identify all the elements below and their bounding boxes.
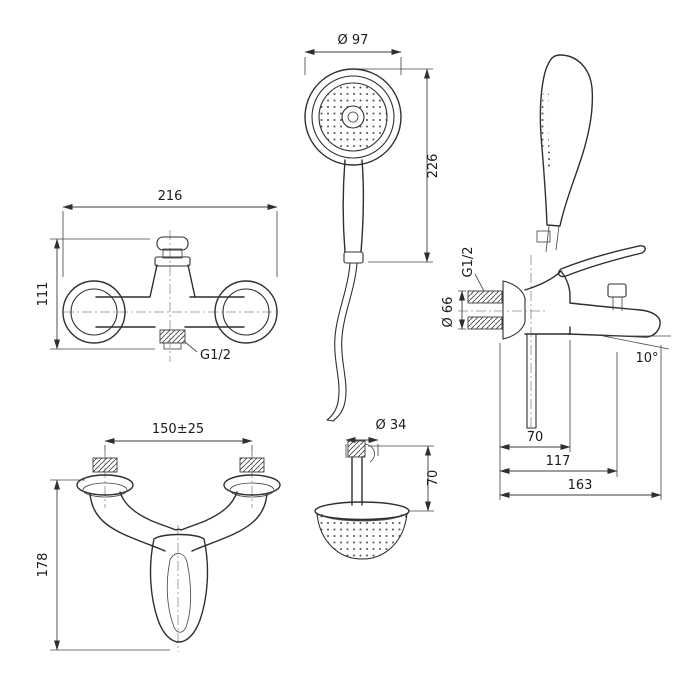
handle-to-holder	[545, 225, 560, 253]
view-handshower-front: Ø 97 226	[304, 33, 441, 422]
view-mixer-front: 216 111 G1/2	[36, 189, 278, 363]
escutcheon-profile	[502, 280, 526, 340]
dim-label-rosette-diameter: Ø 66	[441, 297, 456, 328]
dim-label-handshower-diameter: Ø 97	[338, 33, 369, 48]
spray-center-cap	[341, 105, 365, 129]
dim-label-depth-163: 163	[568, 478, 593, 493]
dim-label-height-178: 178	[36, 553, 51, 578]
outlet-aerator	[159, 329, 186, 344]
wall-flange-right-outer	[214, 280, 278, 344]
mixer-body-profile	[524, 270, 571, 335]
leader-line-outlet-thread	[184, 341, 198, 353]
handshower-head-ring	[311, 75, 395, 159]
extension-lines-handshower	[304, 57, 433, 263]
view-shower-mixer-front: 150±25 178	[36, 422, 281, 652]
mixer-body-front	[95, 264, 245, 328]
cartridge-cap	[156, 236, 189, 251]
dim-label-spout-angle: 10°	[635, 351, 658, 366]
cartridge-stem	[162, 248, 183, 259]
diverter-knob	[607, 283, 627, 298]
spout-profile	[567, 302, 661, 338]
escutcheon-left-inner	[82, 482, 128, 498]
connecting-tubes	[89, 491, 268, 552]
handshower-handle	[342, 159, 365, 253]
supply-connection-left	[92, 457, 118, 473]
holder-hook-curl	[364, 443, 375, 463]
dim-label-holder-diameter: Ø 34	[376, 418, 407, 433]
escutcheon-left-outer	[76, 474, 134, 496]
dim-label-handshower-length: 226	[426, 154, 441, 179]
shower-hose	[326, 262, 358, 422]
leader-line-inlet-thread	[474, 273, 485, 292]
dim-label-outlet-thread: G1/2	[200, 348, 231, 363]
extension-lines-shower-mixer	[50, 445, 253, 651]
hose-connector-nut	[343, 251, 364, 264]
spout-lever-inlay	[166, 553, 192, 633]
dim-label-mixer-height: 111	[36, 282, 51, 307]
holder-stem	[351, 456, 363, 506]
extension-lines-holder	[345, 444, 434, 512]
spray-center-dot	[347, 111, 359, 123]
spray-dome	[316, 513, 408, 560]
dim-label-depth-117: 117	[546, 454, 571, 469]
wall-flange-right-inner	[222, 288, 270, 336]
drop-tube	[526, 333, 537, 429]
cartridge-ring	[154, 256, 191, 267]
lever-handle-profile	[557, 245, 646, 278]
extension-lines-mixer-front	[50, 211, 278, 350]
dim-label-inlet-thread: G1/2	[461, 247, 476, 278]
wall-flange-left-outer	[62, 280, 126, 344]
center-lines-side	[458, 255, 548, 438]
angle-annotation-lines	[602, 335, 671, 350]
extension-lines-side-depth	[499, 340, 662, 500]
diverter-stem	[612, 297, 623, 311]
dim-label-holder-height: 70	[426, 470, 441, 487]
center-lines-shower-mixer	[104, 450, 253, 652]
dim-label-mixer-width: 216	[158, 189, 183, 204]
supply-stub-top	[467, 290, 503, 304]
view-side: 10° G1/2 Ø 66 70 117 163	[441, 54, 671, 500]
dim-label-depth-70: 70	[527, 430, 544, 445]
holder-hook-block	[347, 440, 366, 458]
handshower-head-outer	[304, 68, 402, 166]
escutcheon-right-outer	[223, 474, 281, 496]
holder-bracket-profile	[536, 230, 551, 243]
wall-flange-left-inner	[70, 288, 118, 336]
supply-connection-right	[239, 457, 265, 473]
spout-body	[149, 533, 209, 643]
spray-face-profile	[541, 92, 552, 168]
supply-stub-bottom	[467, 316, 503, 330]
escutcheon-right-inner	[229, 482, 275, 498]
view-handshower-side: Ø 34 70	[314, 418, 441, 560]
handshower-profile	[539, 54, 594, 227]
dim-label-cc-distance: 150±25	[152, 422, 204, 437]
outlet-thread-stub	[163, 342, 182, 350]
